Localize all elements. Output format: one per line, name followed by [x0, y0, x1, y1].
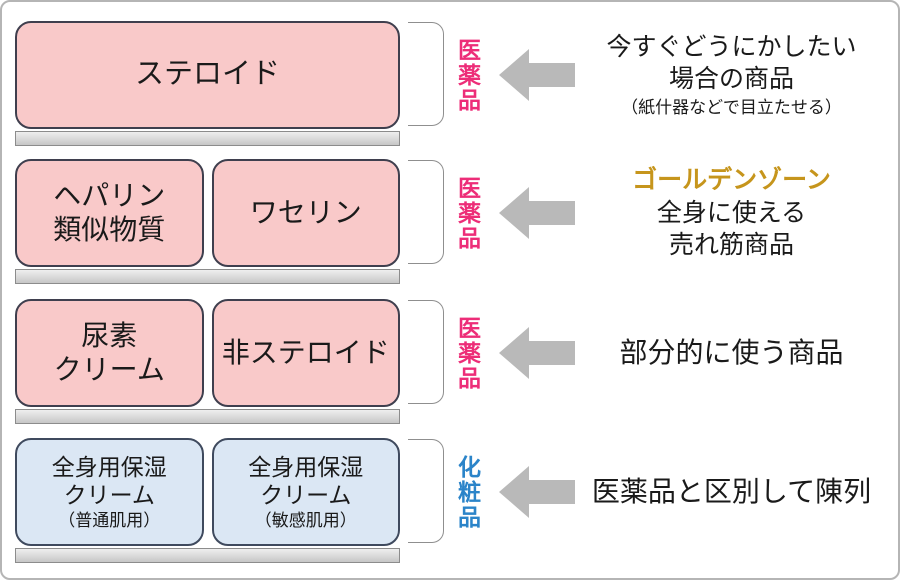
product-box-label-line: 類似物質	[53, 214, 166, 245]
annotation: 今すぐどうにかしたい 場合の商品 （紙什器などで目立たせる）	[575, 21, 888, 129]
product-box-label-line: 非ステロイド	[221, 336, 390, 368]
annotation-line-golden-zone: ゴールデンゾーン	[632, 166, 831, 195]
product-box: 非ステロイド	[211, 299, 400, 407]
product-box-label-line: ステロイド	[134, 58, 280, 91]
product-boxes: ステロイド	[15, 21, 400, 129]
annotation-line: 全身に使える	[656, 198, 807, 227]
left-arrow-icon	[499, 21, 575, 129]
shelf-unit: 尿素 クリーム 非ステロイド	[15, 299, 400, 424]
product-box-label-line: クリーム	[53, 354, 165, 385]
category-bracket	[408, 300, 444, 404]
product-box-label-line: 全身用保湿	[51, 453, 167, 480]
shelf-bar	[15, 409, 400, 424]
shelf-row: 全身用保湿 クリーム （普通肌用） 全身用保湿 クリーム （敏感肌用） 化粧品 …	[15, 438, 888, 564]
product-box-label-line: 全身用保湿	[248, 453, 364, 480]
product-box: 尿素 クリーム	[15, 299, 204, 407]
shelf-row: 尿素 クリーム 非ステロイド 医薬品 部分的に使う商品	[15, 299, 888, 425]
shelf-row: ステロイド 医薬品 今すぐどうにかしたい 場合の商品 （紙什器などで目立たせる）	[15, 21, 888, 147]
product-box-label-line: ヘパリン	[53, 179, 166, 211]
left-arrow-icon	[499, 159, 575, 267]
shelf-bar	[15, 269, 400, 284]
product-boxes: ヘパリン 類似物質 ワセリン	[15, 159, 400, 267]
annotation-line: 売れ筋商品	[668, 231, 794, 260]
category-bracket	[408, 439, 444, 543]
annotation: 部分的に使う商品	[575, 299, 888, 407]
product-box-label-line: クリーム	[63, 481, 155, 508]
shelf-unit: ヘパリン 類似物質 ワセリン	[15, 159, 400, 284]
category-label: 化粧品	[454, 454, 481, 530]
product-box: ワセリン	[211, 159, 400, 267]
product-box: ステロイド	[15, 21, 400, 129]
category-bracket	[408, 160, 444, 264]
shelf-bar	[15, 131, 400, 146]
product-box-label-line: 尿素	[81, 319, 138, 351]
product-box-label-line: （敏感肌用）	[254, 510, 357, 530]
annotation: 医薬品と区別して陳列	[575, 438, 888, 546]
shelf-row: ヘパリン 類似物質 ワセリン 医薬品 ゴールデンゾーン 全身に使える 売れ筋商品	[15, 159, 888, 285]
product-box: 全身用保湿 クリーム （普通肌用）	[15, 438, 204, 546]
annotation-line: 医薬品と区別して陳列	[591, 475, 872, 507]
annotation-line: 今すぐどうにかしたい	[606, 32, 857, 61]
shelf-bar	[15, 548, 400, 563]
left-arrow-icon	[499, 299, 575, 407]
product-boxes: 尿素 クリーム 非ステロイド	[15, 299, 400, 407]
product-box-label-line: ワセリン	[249, 196, 362, 228]
product-boxes: 全身用保湿 クリーム （普通肌用） 全身用保湿 クリーム （敏感肌用）	[15, 438, 400, 546]
category-label: 医薬品	[454, 175, 481, 251]
category-label: 医薬品	[454, 315, 481, 391]
product-box: ヘパリン 類似物質	[15, 159, 204, 267]
category-label: 医薬品	[454, 37, 481, 113]
annotation-line: 場合の商品	[668, 65, 794, 94]
category-bracket	[408, 22, 444, 126]
annotation-line: （紙什器などで目立たせる）	[621, 97, 842, 117]
shelf-unit: ステロイド	[15, 21, 400, 146]
annotation-line: 部分的に使う商品	[619, 336, 844, 368]
left-arrow-icon	[499, 438, 575, 546]
annotation: ゴールデンゾーン 全身に使える 売れ筋商品	[575, 159, 888, 267]
product-box: 全身用保湿 クリーム （敏感肌用）	[211, 438, 400, 546]
shelf-unit: 全身用保湿 クリーム （普通肌用） 全身用保湿 クリーム （敏感肌用）	[15, 438, 400, 563]
product-box-label-line: （普通肌用）	[58, 510, 161, 530]
product-box-label-line: クリーム	[260, 481, 352, 508]
